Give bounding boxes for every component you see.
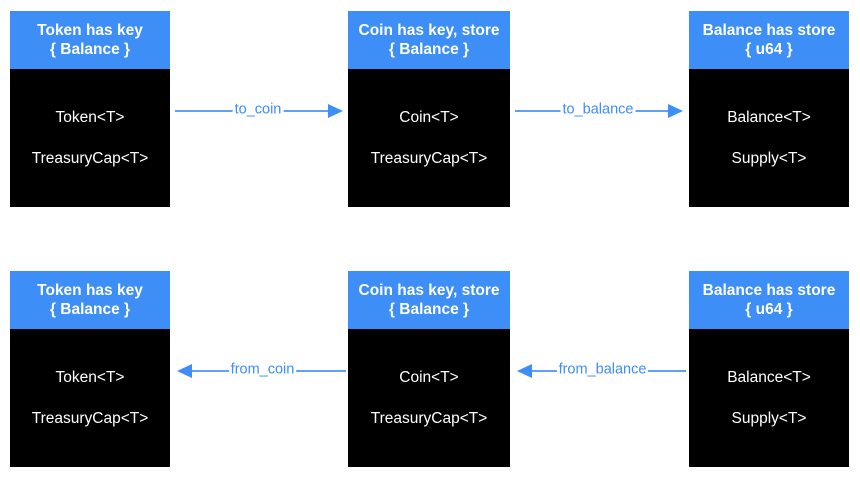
box-title-line2: { Balance } — [49, 41, 131, 58]
arrow-label: to_coin — [232, 101, 284, 118]
type-item: Supply<T> — [731, 149, 807, 167]
type-item: TreasuryCap<T> — [370, 149, 488, 167]
box-balance-top: Balance has store { u64 } Balance<T> Sup… — [689, 11, 849, 207]
arrow-from-balance: from_balance — [517, 358, 688, 384]
box-body: Balance<T> Supply<T> — [689, 329, 849, 467]
box-title-line1: Token has key — [37, 281, 143, 299]
box-header: Token has key { Balance } — [10, 11, 170, 69]
type-item: TreasuryCap<T> — [370, 409, 488, 427]
arrowhead-left-icon — [517, 364, 532, 378]
box-body: Coin<T> TreasuryCap<T> — [348, 69, 510, 207]
box-title-line1: Token has key — [37, 21, 143, 39]
arrow-to-balance: to_balance — [513, 98, 683, 124]
box-title-line2: { Balance } — [388, 41, 470, 58]
type-item: Token<T> — [55, 108, 125, 126]
box-title-line1: Balance has store — [702, 21, 836, 39]
box-header: Balance has store { u64 } — [689, 271, 849, 329]
box-header: Coin has key, store { Balance } — [348, 271, 510, 329]
arrowhead-right-icon — [668, 104, 683, 118]
box-title-line2: { Balance } — [49, 301, 131, 318]
box-title-line1: Balance has store — [702, 281, 836, 299]
type-item: TreasuryCap<T> — [31, 149, 149, 167]
arrowhead-left-icon — [177, 364, 192, 378]
box-coin-top: Coin has key, store { Balance } Coin<T> … — [348, 11, 510, 207]
box-header: Balance has store { u64 } — [689, 11, 849, 69]
box-title-line1: Coin has key, store — [358, 21, 500, 39]
arrow-label: from_coin — [228, 361, 297, 378]
arrow-from-coin: from_coin — [177, 358, 348, 384]
box-body: Coin<T> TreasuryCap<T> — [348, 329, 510, 467]
type-item: Balance<T> — [727, 108, 811, 126]
box-body: Balance<T> Supply<T> — [689, 69, 849, 207]
box-body: Token<T> TreasuryCap<T> — [10, 329, 170, 467]
type-item: TreasuryCap<T> — [31, 409, 149, 427]
arrow-label: from_balance — [556, 361, 649, 378]
box-header: Token has key { Balance } — [10, 271, 170, 329]
type-item: Coin<T> — [399, 368, 459, 386]
box-title-line2: { Balance } — [388, 301, 470, 318]
box-title-line2: { u64 } — [745, 301, 793, 318]
type-item: Token<T> — [55, 368, 125, 386]
box-token-bottom: Token has key { Balance } Token<T> Treas… — [10, 271, 170, 467]
arrow-to-coin: to_coin — [173, 98, 343, 124]
box-title-line1: Coin has key, store — [358, 281, 500, 299]
box-body: Token<T> TreasuryCap<T> — [10, 69, 170, 207]
box-coin-bottom: Coin has key, store { Balance } Coin<T> … — [348, 271, 510, 467]
type-item: Balance<T> — [727, 368, 811, 386]
box-title-line2: { u64 } — [745, 41, 793, 58]
box-token-top: Token has key { Balance } Token<T> Treas… — [10, 11, 170, 207]
type-item: Coin<T> — [399, 108, 459, 126]
box-header: Coin has key, store { Balance } — [348, 11, 510, 69]
arrow-label: to_balance — [560, 101, 636, 118]
box-balance-bottom: Balance has store { u64 } Balance<T> Sup… — [689, 271, 849, 467]
arrowhead-right-icon — [328, 104, 343, 118]
type-item: Supply<T> — [731, 409, 807, 427]
